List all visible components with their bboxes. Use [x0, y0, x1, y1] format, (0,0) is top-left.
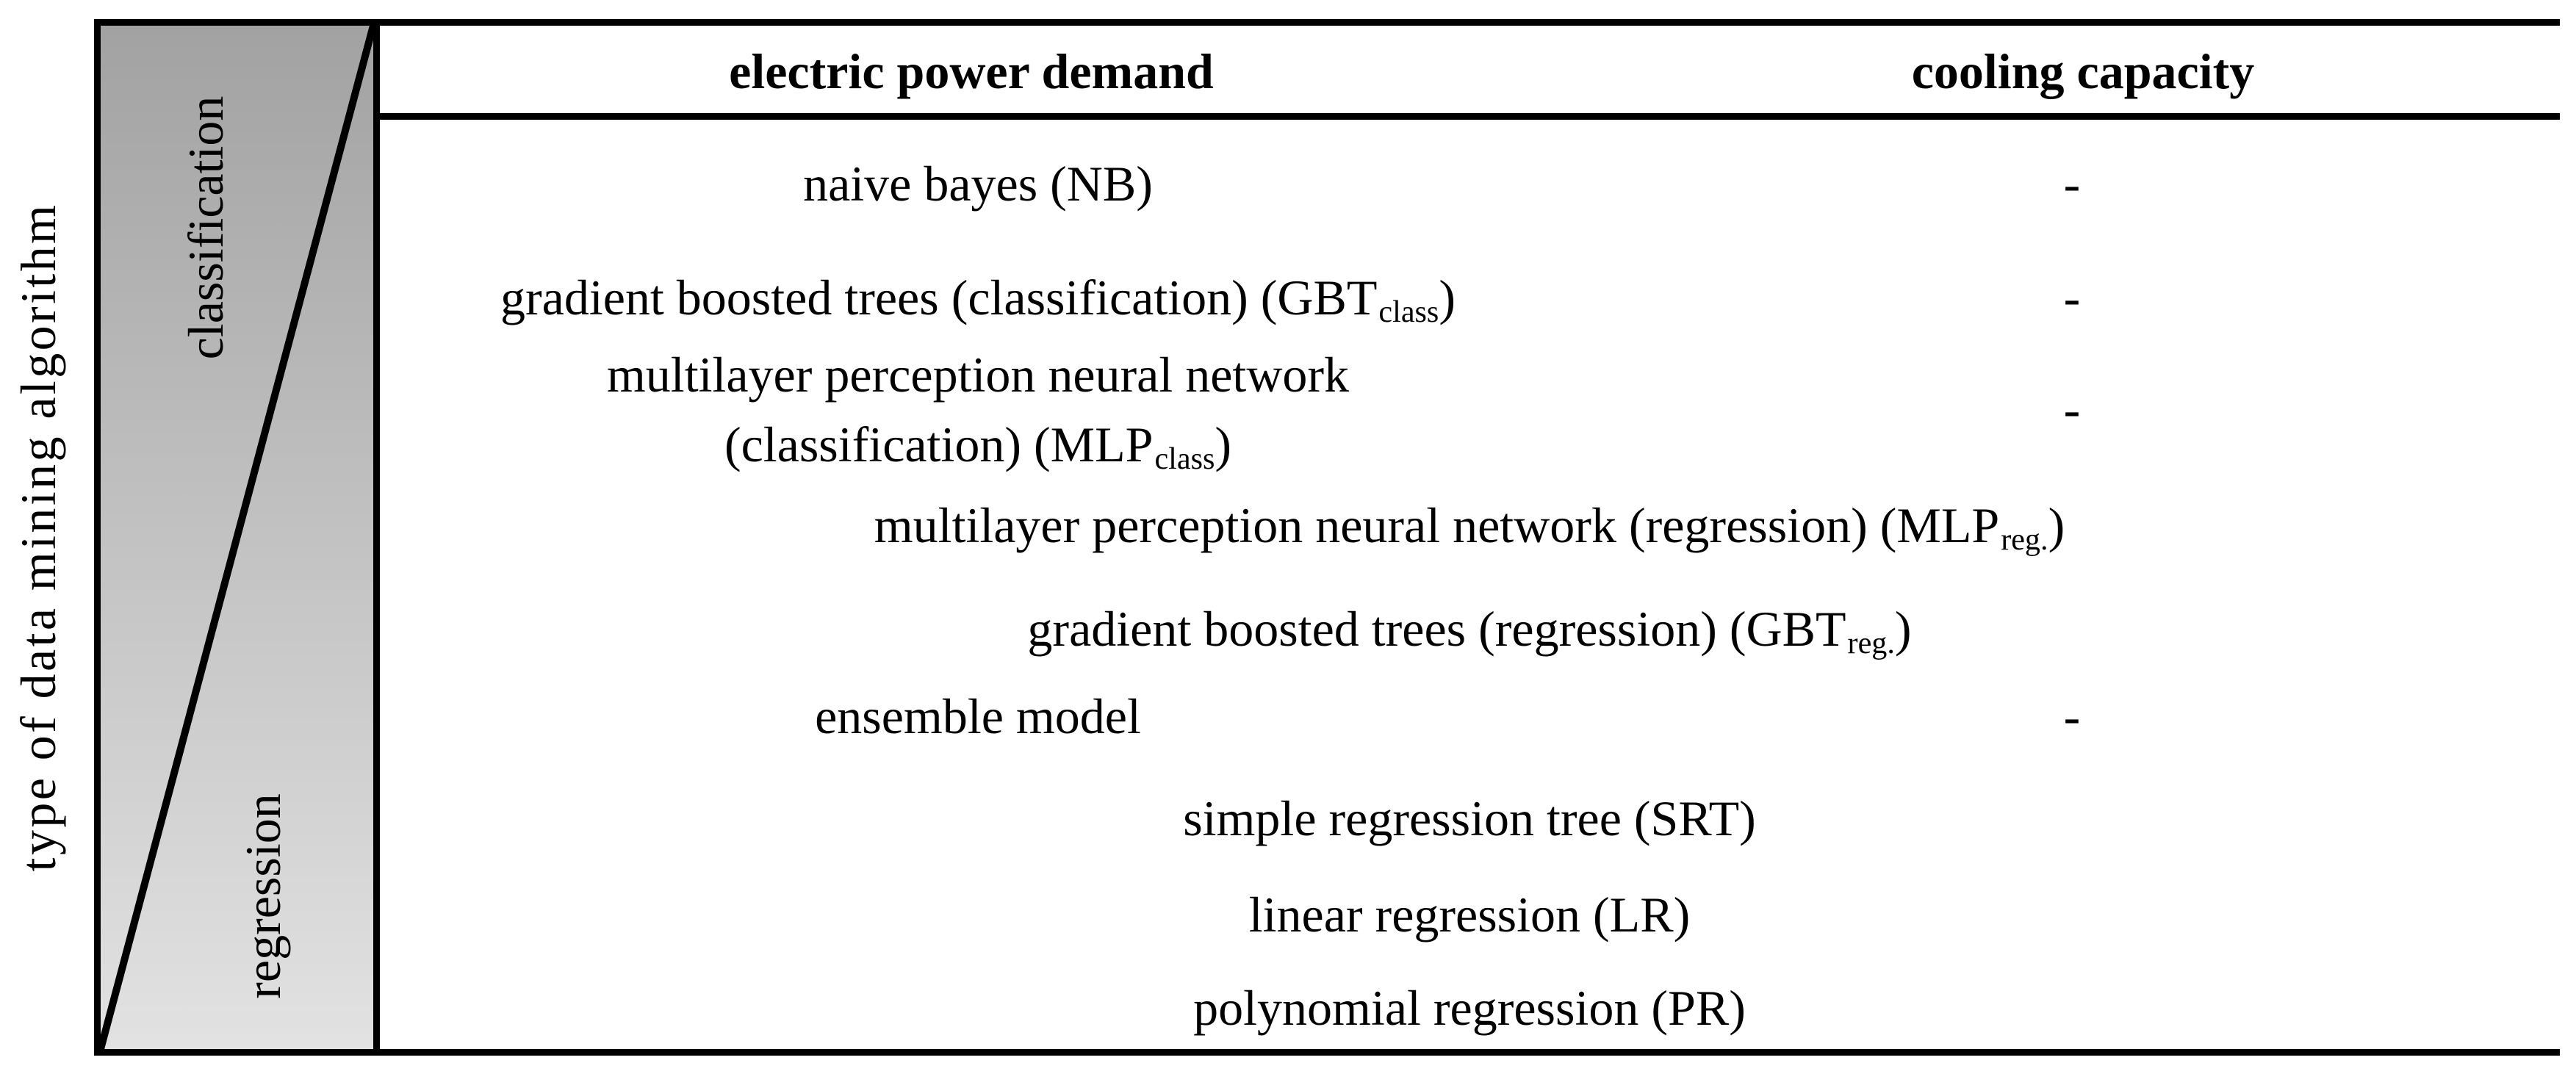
algorithm-label: multilayer perception neural network (re…: [874, 497, 2065, 558]
algorithm-label: ensemble model: [815, 688, 1141, 744]
panel-left-border: [94, 19, 101, 1056]
table-bottom-border: [94, 1049, 2560, 1056]
cooling-capacity-not-applicable-marker: -: [2063, 156, 2081, 212]
algorithm-abbrev-subscript: class: [1154, 442, 1215, 477]
cooling-capacity-not-applicable-marker: -: [2063, 270, 2081, 325]
algorithm-label: simple regression tree (SRT): [1183, 790, 1756, 846]
algorithm-abbrev-subscript: class: [1378, 295, 1439, 330]
column-header-electric-power-demand: electric power demand: [729, 43, 1214, 99]
algorithm-label: (classification) (MLPclass): [724, 417, 1232, 477]
algorithm-abbrev-subscript: reg.: [2001, 522, 2048, 558]
classification-label: classification: [178, 95, 234, 360]
algorithm-label: multilayer perception neural network: [606, 347, 1350, 403]
algorithm-type-panel: [101, 26, 373, 1049]
algorithm-label: linear regression (LR): [1248, 887, 1691, 943]
cooling-capacity-not-applicable-marker: -: [2063, 688, 2081, 744]
algorithm-label: polynomial regression (PR): [1193, 980, 1746, 1036]
cooling-capacity-not-applicable-marker: -: [2063, 381, 2081, 437]
header-underline: [373, 113, 2560, 120]
algorithm-abbrev-subscript: reg.: [1847, 626, 1895, 661]
regression-label: regression: [235, 793, 291, 999]
algorithm-label: gradient boosted trees (regression) (GBT…: [1027, 601, 1912, 661]
algorithm-label: naive bayes (NB): [803, 156, 1153, 212]
axis-label-type-of-data-mining-algorithm: type of data mining algorithm: [10, 202, 66, 872]
panel-table-divider: [373, 19, 380, 1056]
algorithm-label: gradient boosted trees (classification) …: [500, 270, 1456, 330]
column-header-cooling-capacity: cooling capacity: [1911, 43, 2255, 99]
table-top-border: [94, 19, 2560, 26]
diagonal-divider-line: [101, 26, 373, 1049]
